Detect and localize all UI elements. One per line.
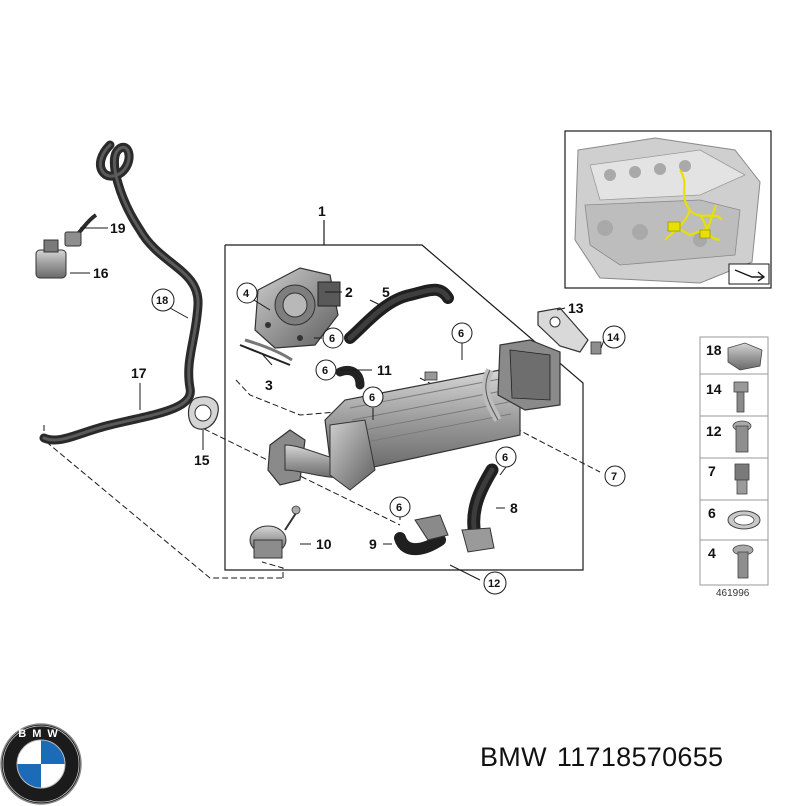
callout-13: 13 bbox=[568, 300, 584, 316]
callout-4: 4 bbox=[243, 288, 250, 300]
vacuum-hose-17 bbox=[39, 140, 203, 445]
callout-6-circles bbox=[315, 322, 517, 518]
callout-12: 12 bbox=[488, 578, 500, 590]
callout-6b: 6 bbox=[322, 365, 328, 377]
callout-9: 9 bbox=[369, 536, 377, 552]
gasket-13 bbox=[537, 307, 589, 353]
callout-3: 3 bbox=[265, 377, 273, 393]
callout-7-circle bbox=[604, 465, 626, 487]
callout-10: 10 bbox=[316, 536, 332, 552]
callout-4-circle bbox=[236, 282, 258, 304]
side-number-12: 12 bbox=[706, 423, 722, 439]
brand-label: BMW bbox=[480, 742, 547, 772]
callout-19: 19 bbox=[110, 220, 126, 236]
callout-6e: 6 bbox=[502, 452, 508, 464]
side-number-4: 4 bbox=[708, 545, 716, 561]
callout-leaders bbox=[70, 227, 605, 581]
view-arrow-icon bbox=[728, 263, 770, 285]
egr-cooler bbox=[267, 339, 561, 491]
assembly-frame bbox=[224, 220, 584, 571]
hose-5 bbox=[344, 283, 454, 344]
pressure-sensor-16 bbox=[35, 213, 98, 279]
callout-18: 18 bbox=[156, 295, 168, 307]
callout-6d: 6 bbox=[458, 328, 464, 340]
engine-thumbnail bbox=[564, 130, 772, 289]
elbow-hose-11 bbox=[335, 366, 365, 390]
callout-14-circle bbox=[602, 325, 626, 349]
svg-text:BMW: BMW bbox=[18, 728, 64, 740]
callout-6f: 6 bbox=[396, 502, 402, 514]
pipe-7 bbox=[424, 371, 438, 381]
part-number: 11718570655 bbox=[556, 742, 724, 772]
callout-2: 2 bbox=[345, 284, 353, 300]
part-caption: BMW 11718570655 bbox=[480, 742, 733, 773]
gasket-3 bbox=[239, 338, 293, 366]
callout-5: 5 bbox=[382, 284, 390, 300]
side-number-6: 6 bbox=[708, 505, 716, 521]
hose-9 bbox=[394, 514, 449, 556]
callout-7: 7 bbox=[611, 471, 617, 483]
egr-valve-2 bbox=[254, 267, 341, 349]
vacuum-actuator-10 bbox=[249, 505, 301, 559]
gasket-15 bbox=[187, 396, 219, 430]
bmw-logo-icon: BMW bbox=[0, 723, 82, 805]
callout-1: 1 bbox=[318, 203, 326, 219]
screw-14 bbox=[590, 341, 602, 355]
side-parts-panel bbox=[699, 336, 769, 586]
callout-14: 14 bbox=[607, 332, 620, 344]
callout-15: 15 bbox=[194, 452, 210, 468]
hose-8 bbox=[461, 463, 499, 553]
side-number-14: 14 bbox=[706, 381, 722, 397]
side-number-7: 7 bbox=[708, 463, 716, 479]
callout-8: 8 bbox=[510, 500, 518, 516]
callout-16: 16 bbox=[93, 265, 109, 281]
callout-6c: 6 bbox=[369, 392, 375, 404]
callout-11: 11 bbox=[377, 362, 392, 378]
callout-17: 17 bbox=[131, 365, 147, 381]
reference-number: 461996 bbox=[716, 588, 750, 599]
side-number-18: 18 bbox=[706, 342, 722, 358]
callout-18-circle bbox=[151, 288, 175, 312]
callout-6a: 6 bbox=[329, 333, 335, 345]
callout-12-circle bbox=[483, 571, 507, 595]
